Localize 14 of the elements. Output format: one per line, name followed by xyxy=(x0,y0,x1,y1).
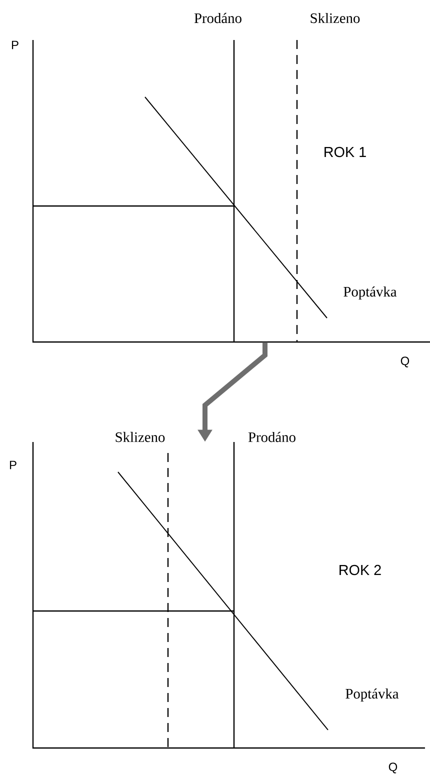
curve-label: Sklizeno xyxy=(116,432,165,442)
axis-label: Q xyxy=(388,762,398,774)
axis-label: P xyxy=(10,460,16,470)
curve-label: Prodáno xyxy=(248,432,296,442)
curve-label: Poptávka xyxy=(344,286,397,300)
curve-label: Prodáno xyxy=(194,12,242,24)
supply-demand-chart-drawing xyxy=(32,442,425,749)
curve-label: Sklizeno xyxy=(310,12,360,24)
axis-label: Q xyxy=(400,356,410,368)
axis-label: P xyxy=(12,40,18,50)
supply-demand-chart-drawing xyxy=(32,40,430,343)
year-label: ROK 1 xyxy=(324,146,366,158)
curve-label: Poptávka xyxy=(346,688,399,702)
year-label: ROK 2 xyxy=(340,564,381,576)
